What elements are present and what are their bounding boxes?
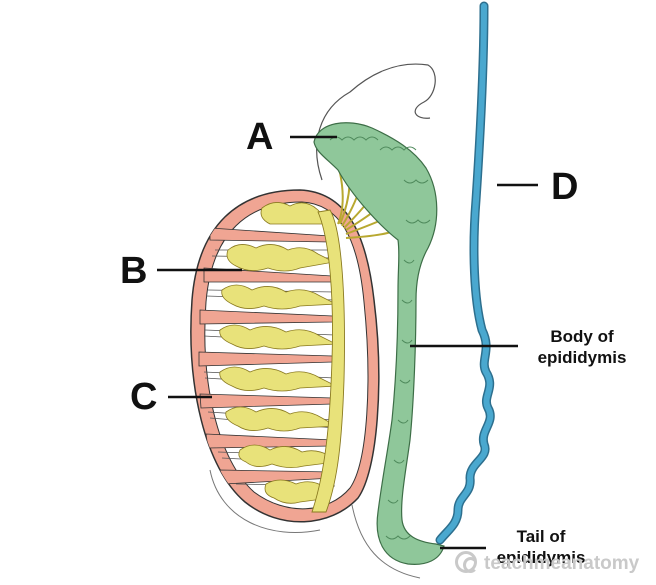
lobules-group <box>198 202 345 513</box>
label-body-line2: epididymis <box>537 348 627 368</box>
scrotal-outline <box>316 63 436 181</box>
watermark-logo-icon <box>455 551 478 573</box>
label-tail-line2: epididymis <box>496 548 586 568</box>
label-d: D <box>551 166 579 208</box>
label-tail-of-epididymis: Tail of epididymis <box>486 526 596 569</box>
label-tail-line1: Tail of <box>516 527 566 546</box>
lower-outline <box>209 469 421 579</box>
epididymis-texture <box>329 136 431 540</box>
leader-lines <box>157 135 538 550</box>
label-c: C <box>130 376 158 418</box>
label-body-line1: Body of <box>550 327 614 346</box>
vas-deferens-fill <box>437 3 494 543</box>
label-b: B <box>120 250 148 292</box>
seminiferous-lobules <box>219 202 338 504</box>
rete-testis <box>311 209 345 513</box>
watermark-text: teachmeanatomy <box>484 553 640 574</box>
label-body-of-epididymis: Body of epididymis <box>520 326 644 369</box>
epididymis <box>313 122 445 565</box>
label-a: A <box>246 116 274 158</box>
